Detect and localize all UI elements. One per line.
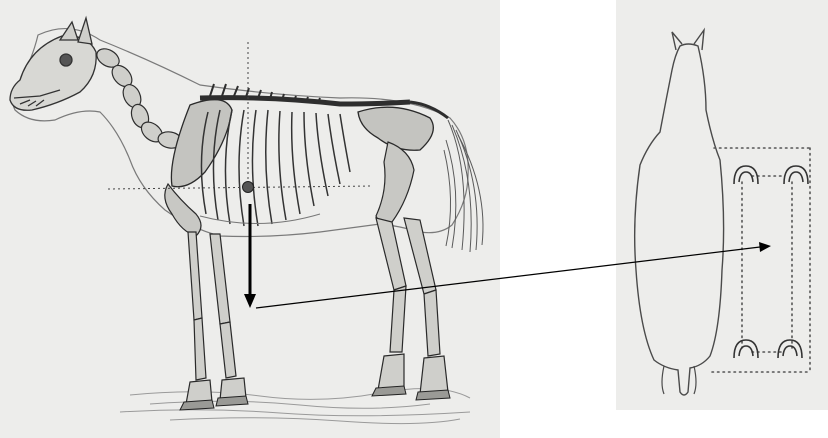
- right-panel: [616, 0, 828, 410]
- left-panel: [0, 0, 500, 438]
- center-of-gravity-dot: [243, 182, 254, 193]
- right-panel-paper: [616, 0, 828, 410]
